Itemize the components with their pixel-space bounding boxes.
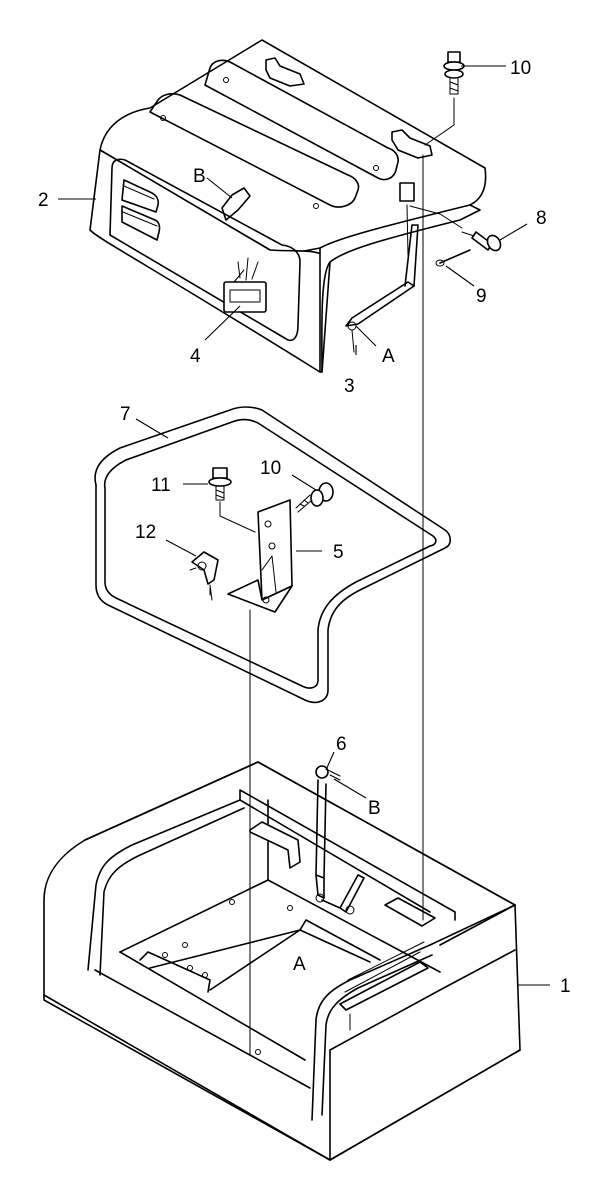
callout-12: 12 xyxy=(135,522,156,543)
gas-strut-6 xyxy=(315,765,365,915)
callout-b-top: B xyxy=(193,166,206,187)
drain-pan xyxy=(94,406,452,704)
callout-11: 11 xyxy=(151,475,171,496)
leader-lines xyxy=(58,65,550,986)
callout-labels: 1 2 3 4 5 6 7 8 9 10 10 11 12 A A B B xyxy=(38,58,571,997)
callout-5: 5 xyxy=(333,542,344,563)
callout-a-bottom: A xyxy=(293,954,306,975)
pin-9 xyxy=(435,249,471,267)
callout-6: 6 xyxy=(336,734,347,755)
base-frame xyxy=(43,761,521,1161)
bolt-11 xyxy=(208,467,232,501)
callout-8: 8 xyxy=(536,208,547,229)
callout-a-top: A xyxy=(382,346,395,367)
callout-1: 1 xyxy=(560,976,571,997)
assembly-lines xyxy=(209,97,463,1056)
callout-b-bottom: B xyxy=(368,798,381,819)
clip-12 xyxy=(189,551,219,601)
callout-7: 7 xyxy=(120,404,131,425)
bolt-10-top xyxy=(443,51,465,95)
callout-4: 4 xyxy=(190,346,201,367)
callout-10-top: 10 xyxy=(510,58,531,79)
callout-10-mid: 10 xyxy=(260,458,281,479)
engine-cover xyxy=(89,39,487,373)
bolt-10-mid xyxy=(295,482,334,513)
callout-3: 3 xyxy=(344,376,355,397)
callout-2: 2 xyxy=(38,190,49,211)
callout-9: 9 xyxy=(476,286,487,307)
pin-8 xyxy=(461,231,502,252)
